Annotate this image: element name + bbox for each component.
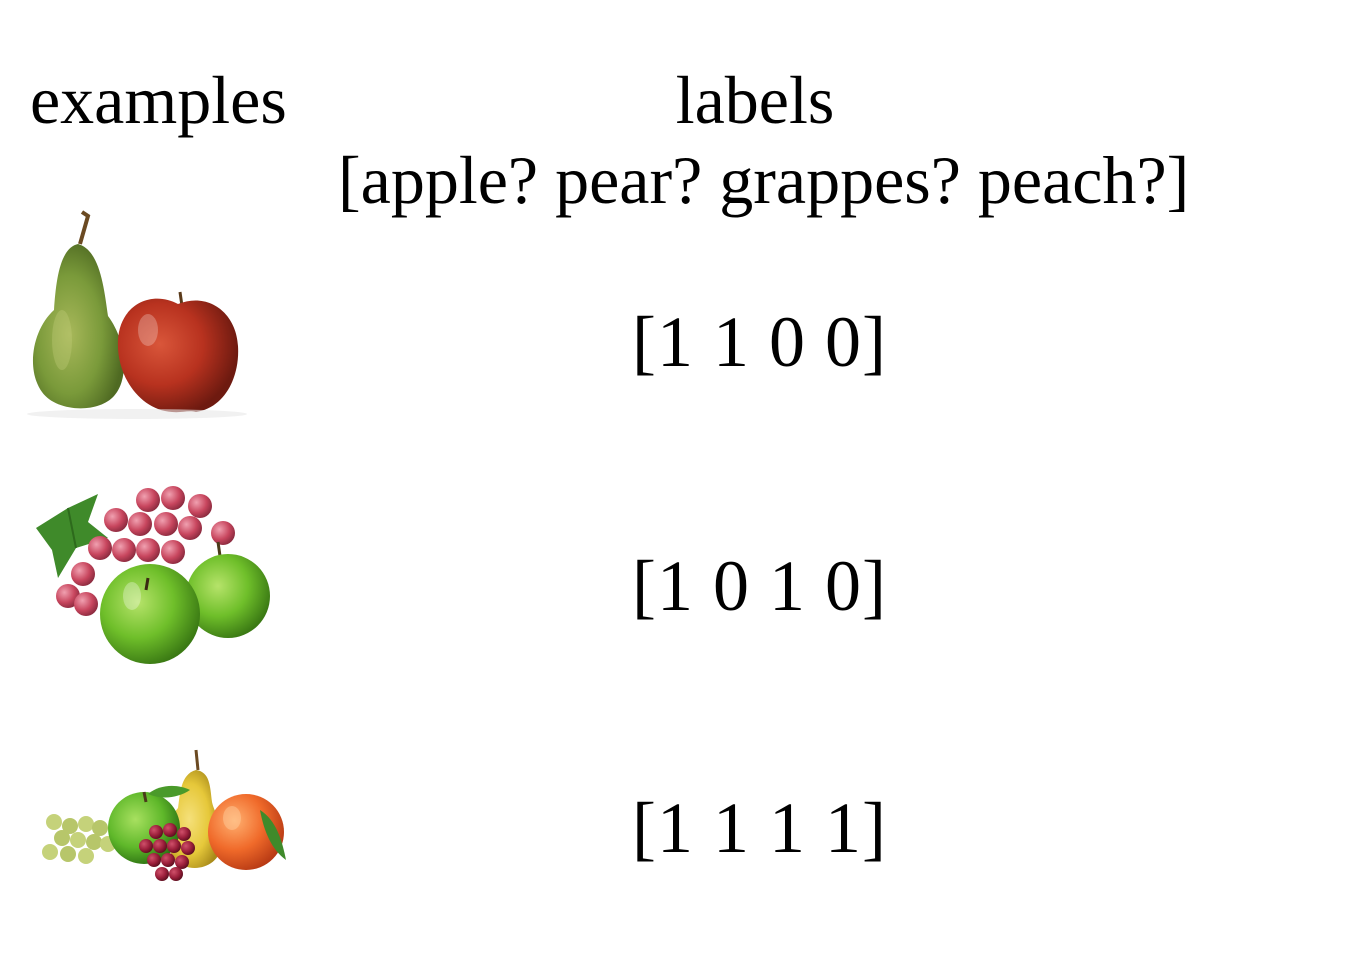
red-grapes-icon [56, 486, 235, 616]
labels-heading: labels [675, 62, 835, 138]
label-vector-row-1: [1 1 0 0] [632, 302, 887, 382]
peach-icon [208, 794, 286, 870]
label-vector-row-3: [1 1 1 1] [632, 788, 887, 868]
grape-leaf-icon [36, 494, 108, 578]
examples-heading: examples [30, 62, 287, 138]
pear-and-red-apple-image [27, 210, 247, 419]
green-apple-icon [100, 541, 270, 664]
labels-legend: [apple? pear? grappes? peach?] [338, 142, 1190, 218]
red-apple-icon [117, 291, 239, 413]
apple-pear-grapes-peach-image [42, 749, 286, 881]
label-vector-row-2: [1 0 1 0] [632, 546, 887, 626]
grapes-and-green-apples-image [36, 486, 270, 664]
red-grapes-icon [139, 823, 195, 881]
green-grapes-icon [42, 814, 116, 864]
pear-icon [32, 210, 125, 409]
